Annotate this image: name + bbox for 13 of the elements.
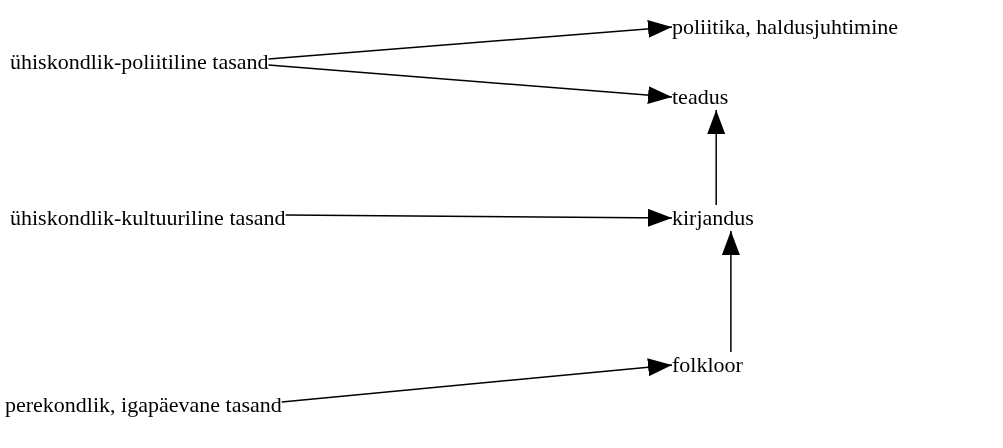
- arrow: [284, 208, 673, 227]
- domain-label: kirjandus: [672, 205, 754, 231]
- domain-label: folkloor: [672, 352, 743, 378]
- level-label: ühiskondlik-poliitiline tasand: [10, 49, 269, 75]
- arrow: [721, 230, 740, 353]
- domain-label: teadus: [672, 84, 729, 110]
- arrow: [267, 19, 673, 60]
- arrow: [707, 109, 726, 206]
- arrow: [280, 358, 673, 403]
- level-label: perekondlik, igapäevane tasand: [5, 392, 282, 418]
- domain-label: poliitika, haldusjuhtimine: [672, 14, 899, 40]
- arrow: [267, 64, 673, 105]
- level-label: ühiskondlik-kultuuriline tasand: [10, 205, 286, 231]
